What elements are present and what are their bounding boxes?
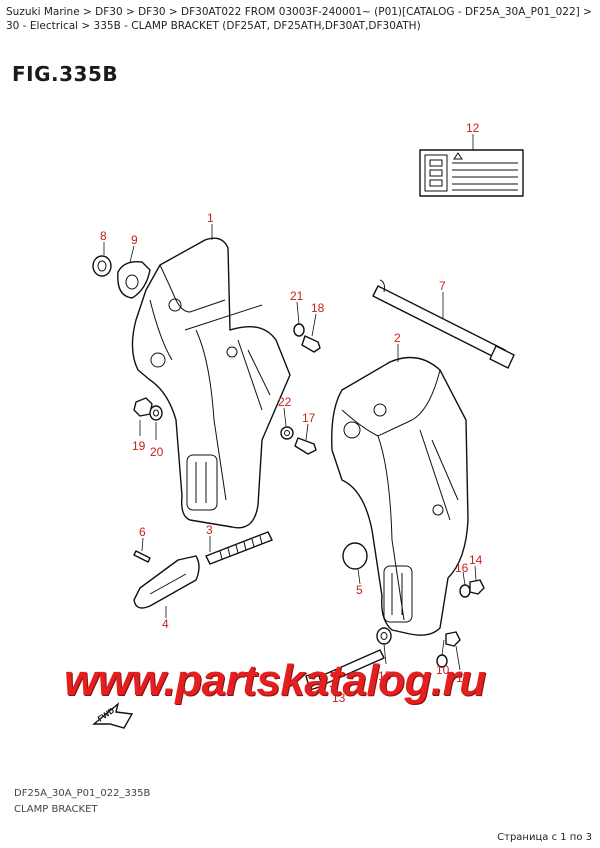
page-counter: Страница с 1 по 3 [497,832,592,843]
callout-4: 4 [162,617,169,631]
nut-19[interactable] [133,397,153,436]
pin-6[interactable] [133,537,151,563]
callout-16: 16 [455,561,469,575]
figure-title: FIG.335B [12,62,119,86]
rod-3[interactable] [205,531,273,565]
callout-14: 14 [469,553,483,567]
washer-10[interactable] [436,639,448,668]
callout-17: 17 [302,411,316,425]
washer-21[interactable] [293,301,305,337]
bolt-18[interactable] [301,313,321,353]
nut-11[interactable] [445,631,461,671]
callout-11: 11 [456,671,469,685]
callout-22: 22 [278,395,292,409]
label-plate-12[interactable] [419,134,524,197]
callout-9: 9 [131,233,138,247]
lever-4[interactable] [133,555,200,618]
callout-1: 1 [207,211,214,225]
clamp-bracket-1[interactable] [131,224,291,529]
callout-6: 6 [139,525,146,539]
callout-18: 18 [311,301,325,315]
clamp-bracket-2[interactable] [331,344,469,636]
callout-15: 15 [378,669,392,683]
callout-8: 8 [100,229,107,243]
washer-20[interactable] [149,405,163,440]
callout-10: 10 [436,663,450,677]
callout-12: 12 [466,121,480,135]
bolt-13[interactable] [305,649,385,693]
washer-16[interactable] [459,571,471,598]
watermark: www.partskatalog.ru [64,656,486,705]
callout-19: 19 [132,439,146,453]
clamp-shaft-7[interactable] [372,279,515,369]
washer-22[interactable] [280,407,294,440]
callout-5: 5 [356,583,363,597]
callout-labels: 1 2 3 4 5 6 7 8 9 10 11 12 13 14 15 16 1… [100,121,483,705]
callout-3: 3 [206,523,213,537]
drawing-caption: CLAMP BRACKET [14,804,98,815]
plate-9[interactable] [117,245,151,299]
breadcrumb[interactable]: Suzuki Marine > DF30 > DF30 > DF30AT022 … [6,6,592,32]
drawing-code: DF25A_30A_P01_022_335B [14,788,151,799]
cap-5[interactable] [342,542,368,585]
callout-21: 21 [290,289,304,303]
bolt-17[interactable] [294,423,317,455]
washer-8[interactable] [92,242,112,277]
washer-15[interactable] [376,627,392,665]
callout-20: 20 [150,445,164,459]
callout-2: 2 [394,331,401,345]
nut-14[interactable] [469,565,485,595]
fwd-arrow-icon: FWD [92,702,134,729]
callout-7: 7 [439,279,446,293]
callout-13: 13 [332,691,346,705]
